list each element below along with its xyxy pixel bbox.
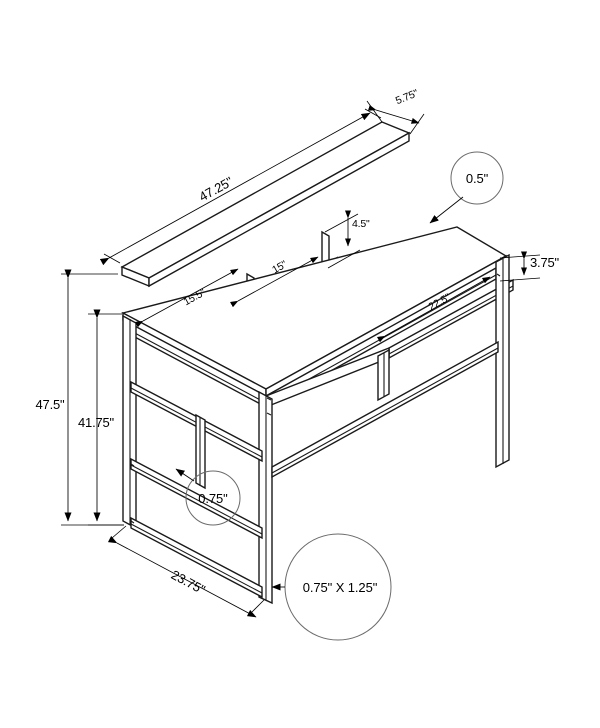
desk-front-width-dim-line [376, 276, 491, 343]
desk-geometry [120, 121, 514, 605]
dimension-overall-height: 47.5" [36, 269, 124, 526]
leg-profile-label: 0.75" X 1.25" [303, 580, 378, 595]
apron-ext-bot [499, 277, 541, 282]
apron-rail-left-line [130, 330, 267, 404]
hutch-leg-height-label: 4.5" [352, 218, 370, 230]
dimension-hutch-leg-height: 4.5" [324, 210, 370, 269]
hutch-depth-label: 5.75" [394, 87, 420, 107]
side-depth-dim-line [107, 535, 257, 618]
bracket-tick-4 [130, 520, 135, 524]
dimension-apron-height: 3.75" [499, 251, 560, 282]
callout-leg-profile: 0.75" X 1.25" [271, 533, 392, 641]
hutch-width-label: 47.25" [196, 174, 235, 205]
bracket-tick-3 [130, 463, 135, 467]
apron-height-label: 3.75" [530, 255, 560, 270]
desk-legs [122, 253, 510, 605]
dimension-side-depth: 23.75" [107, 525, 265, 618]
desk-depth-dim-line [134, 268, 239, 328]
right-stretcher-line [271, 347, 499, 474]
callout-rail-thickness: 0.75" [175, 468, 241, 526]
hutch-leg-ext-bot [327, 249, 361, 269]
rail-thickness-circle [185, 470, 241, 526]
right-stretcher [271, 340, 499, 479]
right-side-rails [271, 340, 499, 479]
panel-thickness-leader [429, 196, 464, 224]
hutch-leg-ext-top [324, 213, 359, 233]
panel-thickness-label: 0.5" [466, 171, 489, 186]
apron-ext-top [499, 254, 541, 259]
hutch-depth-ext-b [409, 113, 425, 135]
hutch-width-ext-left [103, 253, 121, 264]
side-depth-label: 23.75" [169, 567, 208, 597]
overall-height-label: 47.5" [36, 397, 66, 412]
side-depth-ext-left [111, 525, 127, 539]
dimension-hutch-width: 47.25" [99, 108, 382, 266]
bracket-tick-1 [266, 397, 272, 401]
rail-thickness-leader [175, 468, 195, 482]
side-rail-mid [130, 457, 263, 540]
bracket-tick-2 [266, 412, 272, 416]
hardware-marks [130, 273, 501, 524]
rail-thickness-label: 0.75" [198, 491, 228, 506]
panel-thickness-circle [450, 151, 504, 205]
bracket-tick-5 [496, 273, 501, 277]
hutch-depth-dim-line [367, 104, 420, 124]
divider-spacing-dim-line [229, 256, 319, 308]
dimension-worksurface-height: 41.75" [78, 309, 124, 526]
callout-panel-thickness: 0.5" [429, 151, 504, 224]
hutch-width-dim-line [99, 112, 371, 266]
side-rail-mid-line [130, 464, 263, 535]
side-depth-ext-right [251, 599, 265, 613]
worksurface-height-label: 41.75" [78, 415, 115, 430]
